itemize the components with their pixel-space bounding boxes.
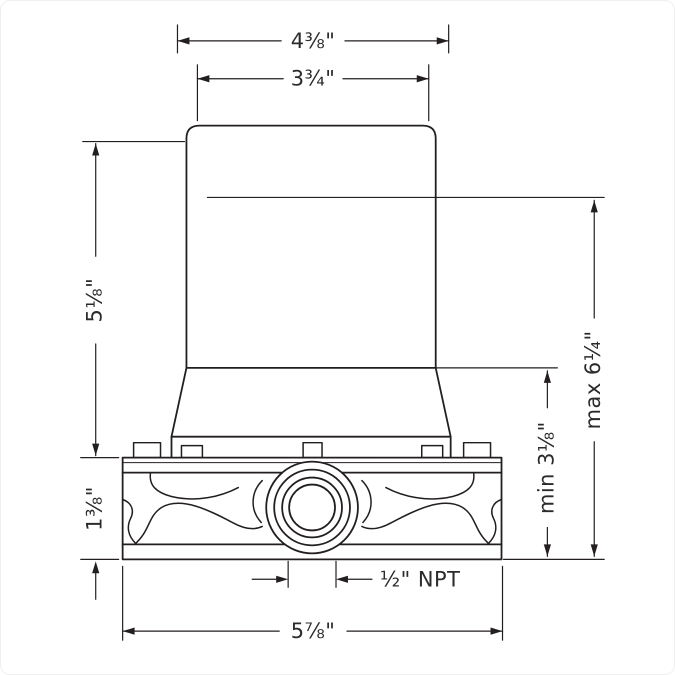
upper-height-label: 5⅛" bbox=[83, 278, 107, 323]
casting-curves bbox=[121, 471, 503, 546]
dimension-plate-width bbox=[196, 64, 430, 122]
dimension-bottom-width bbox=[122, 565, 504, 641]
dimension-lower-height bbox=[80, 558, 120, 600]
cover-plate-outline bbox=[185, 124, 437, 369]
dimension-labels: 4⅜" 3¾" 5⅛" 1⅜" 5⅞" ½" NPT min 3⅛" max 6… bbox=[83, 29, 606, 643]
dimension-top-width bbox=[176, 24, 450, 54]
min-depth-label: min 3⅛" bbox=[534, 421, 558, 514]
dimension-upper-height bbox=[80, 140, 186, 459]
bottom-width-label: 5⅞" bbox=[291, 619, 336, 643]
mounting-tabs bbox=[132, 441, 492, 459]
lower-height-label: 1⅜" bbox=[83, 486, 107, 531]
npt-connection-boss bbox=[265, 460, 359, 555]
dimension-npt bbox=[251, 560, 373, 588]
dimension-min-depth bbox=[502, 370, 605, 560]
top-width-label: 4⅜" bbox=[291, 29, 336, 53]
dimension-max-depth bbox=[590, 199, 598, 557]
max-depth-label: max 6¼" bbox=[581, 330, 605, 429]
plate-width-label: 3¾" bbox=[291, 67, 336, 91]
npt-label: ½" NPT bbox=[380, 567, 461, 591]
flare-outline bbox=[170, 367, 452, 438]
valve-body-drawing bbox=[121, 124, 605, 561]
